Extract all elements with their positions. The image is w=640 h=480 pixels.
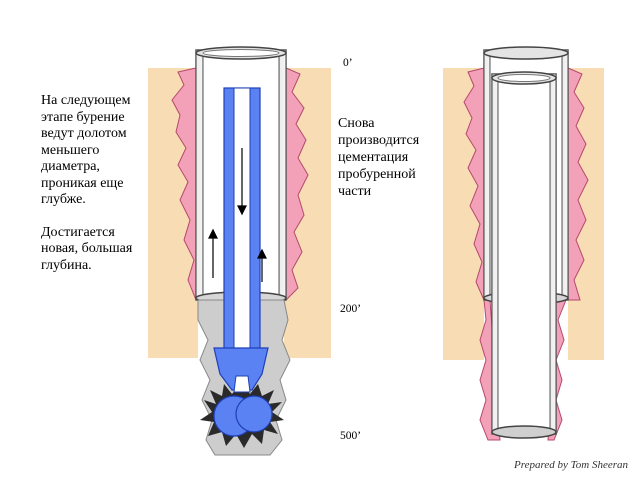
credit-text: Prepared by Tom Sheeran — [514, 459, 628, 471]
drill-bit-nozzle — [233, 375, 251, 393]
right-inner-casing — [491, 73, 557, 435]
right-cement-left — [463, 67, 501, 441]
left-cement-right — [285, 67, 309, 302]
depth-label-bottom: 500’ — [340, 430, 362, 442]
flow-arrows — [208, 148, 267, 282]
left-cement-left — [171, 67, 197, 301]
left-caption: На следующем этапе бурение ведут долотом… — [41, 93, 153, 274]
left-caption-paragraph-1: На следующем этапе бурение ведут долотом… — [41, 93, 131, 207]
right-well — [443, 46, 604, 441]
right-caption: Снова производится цементация пробуренно… — [338, 116, 420, 199]
depth-label-top: 0’ — [343, 57, 353, 69]
drill-pipe-bore — [233, 87, 251, 351]
drill-bit — [200, 347, 284, 448]
drill-bit-cone-right — [235, 395, 273, 433]
depth-label-middle: 200’ — [340, 303, 362, 315]
drill-bit-shank — [213, 347, 269, 391]
left-well — [148, 46, 331, 456]
right-inner-casing-shoe — [491, 425, 557, 439]
left-caption-paragraph-2: Достигается новая, большая глубина. — [41, 224, 133, 273]
